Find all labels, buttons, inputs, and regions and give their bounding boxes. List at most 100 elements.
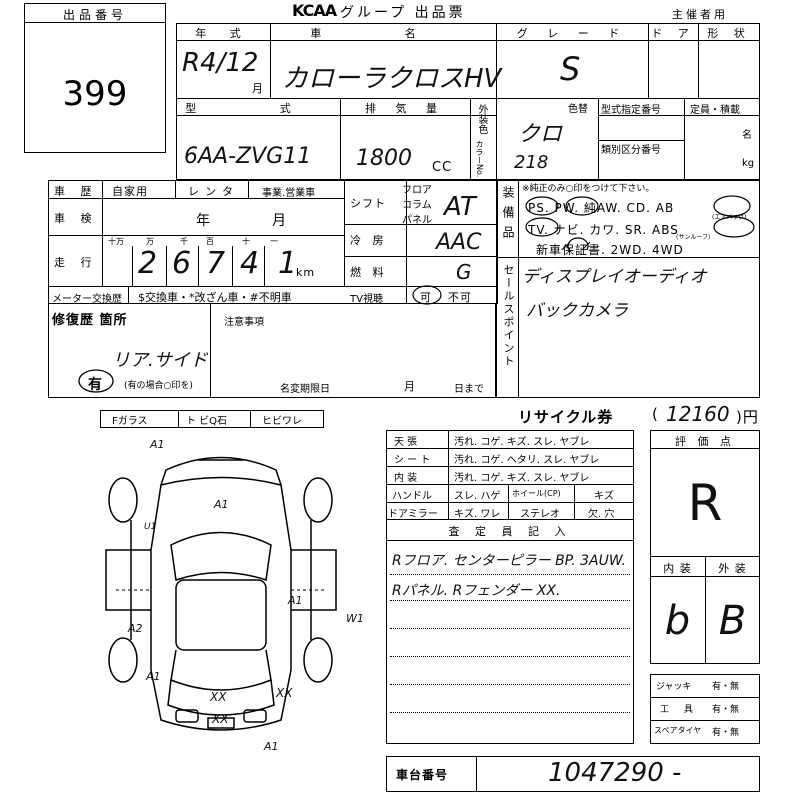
inspector-line1: Rフロア. センターピラー BP. 3AUW. <box>392 553 626 569</box>
color-change-label: 色替 <box>568 104 588 115</box>
digit-unit: 万 <box>146 237 154 246</box>
damage-mark: A1 <box>214 498 229 511</box>
glass-f: Fガラス <box>112 416 148 427</box>
interior-label: 内 装 <box>663 562 692 575</box>
year-value: R4/12 <box>182 48 259 78</box>
inspector-line2: Rパネル. Rフェンダー XX. <box>392 583 561 599</box>
digit-unit: 十 <box>242 237 250 246</box>
shape-header: 形 状 <box>707 27 751 40</box>
wheel-option: キズ <box>594 491 614 502</box>
car-name-value: カローラクロスHV <box>282 64 502 94</box>
inspector-box <box>386 520 634 744</box>
grade-header: グ レ ー ド <box>516 27 628 40</box>
shift-label: シフト <box>350 197 386 210</box>
condition-row: 内 装 <box>394 473 418 484</box>
mileage-digit: 2 <box>138 246 158 281</box>
mileage-digit: 4 <box>240 246 260 281</box>
damage-mark: A1 <box>150 438 165 451</box>
grade-value: R <box>687 474 723 532</box>
condition-row: 天 張 <box>394 437 418 448</box>
equipment-label: 装備品 <box>501 186 515 246</box>
damage-mark: XX <box>212 712 229 726</box>
shift-column: コラム <box>402 200 432 211</box>
ac-value: AAC <box>436 230 482 255</box>
year-header: 年 式 <box>195 27 251 40</box>
inspection-month: 月 <box>272 213 287 229</box>
deadline-label: 名変期限日 <box>280 384 330 395</box>
color-no-label: カラーNo. <box>475 140 484 178</box>
displacement-header: 排 気 量 <box>365 102 445 115</box>
ac-label: 冷 房 <box>350 234 388 247</box>
tv-yes: 可 <box>420 291 432 304</box>
tool-opts: 有・無 <box>712 682 740 692</box>
inspection-year: 年 <box>196 213 211 229</box>
condition-table <box>386 430 634 520</box>
sales-point-box <box>496 258 760 398</box>
equipment-row1: PS. PW. 純AW. CD. AB <box>528 201 675 215</box>
history-rental: レンタ <box>188 185 239 198</box>
repair-label: 修復歴 箇所 <box>52 313 128 328</box>
condition-opts: 汚れ. コゲ. ヘタリ. スレ. ヤブレ <box>454 455 600 466</box>
sales-point-label: セールスポイント <box>502 264 515 368</box>
equipment-row3: 新車保証書. 2WD. 4WD <box>536 243 684 257</box>
grade-value: S <box>560 50 581 88</box>
damage-mark: W1 <box>346 612 364 625</box>
tool-opts: 有・無 <box>712 705 740 715</box>
stereo-option: 欠. 穴 <box>588 509 615 520</box>
door-header: ド ア <box>651 27 695 40</box>
damage-mark: A1 <box>264 740 279 753</box>
condition-row: シ ー ト <box>394 455 431 466</box>
equipment-circles <box>525 195 755 250</box>
type-designation-label: 型式指定番号 <box>601 105 661 116</box>
recycle-open: ( <box>652 405 659 423</box>
capacity-label: 定員・積載 <box>690 105 740 116</box>
tv-no: 不可 <box>448 291 472 304</box>
wheel-label: ホイール(CP) <box>512 489 561 498</box>
tools-box <box>650 674 760 744</box>
lot-number: 399 <box>62 74 128 114</box>
tv-circle <box>412 285 442 305</box>
mileage-label: 走 行 <box>54 256 98 269</box>
fuel-value: G <box>456 260 472 284</box>
meter-change-options: $交換車・*改ざん車・#不明車 <box>138 291 292 304</box>
glass-box <box>100 410 324 428</box>
month-unit: 月 <box>252 82 264 95</box>
condition-row: ハンドル <box>392 491 432 502</box>
chassis-label: 車台番号 <box>396 768 449 782</box>
category-label: 類別区分番号 <box>601 145 661 156</box>
mileage-digit: 7 <box>206 246 226 281</box>
damage-mark: A2 <box>128 622 143 635</box>
repair-has-circle <box>78 369 114 393</box>
lot-number-box <box>24 3 166 153</box>
condition-opts: 汚れ. コゲ. キズ. スレ. ヤブレ <box>454 473 590 484</box>
chassis-value: 1047290 - <box>548 758 682 788</box>
tool-name: ジャッキ <box>656 682 692 692</box>
logo: KCAA <box>292 1 337 20</box>
equipment-row2: TV. ナビ. カワ. SR. ABS <box>528 223 679 237</box>
chassis-box <box>386 756 760 792</box>
repair-has: 有 <box>88 377 103 393</box>
car-name-header: 車 名 <box>310 27 456 40</box>
condition-opts: スレ. ハゲ <box>454 491 501 502</box>
tool-opts: 有・無 <box>712 728 740 738</box>
shift-value: AT <box>444 192 476 222</box>
color-no-value: 218 <box>514 152 549 173</box>
mileage-digit: 6 <box>172 246 192 281</box>
stereo-label: ステレオ <box>520 509 560 520</box>
mileage-digit: 1 <box>278 246 298 281</box>
displacement-value: 1800 <box>356 146 412 171</box>
equipment-box <box>496 180 760 258</box>
equipment-note: ※純正のみ○印をつけて下さい。 <box>522 184 655 194</box>
grade-label: 評 価 点 <box>675 435 735 448</box>
repair-note: (有の場合○印を) <box>124 381 193 391</box>
damage-mark: U1 <box>144 522 157 532</box>
meter-change-label: メーター交換歴 <box>52 294 122 305</box>
sales-point-line2: バックカメラ <box>526 301 628 321</box>
fuel-label: 燃 料 <box>350 266 388 279</box>
digit-unit: 一 <box>270 237 278 246</box>
model-header: 型 式 <box>185 102 331 115</box>
exterior-grade: B <box>718 598 747 644</box>
recycle-label: リサイクル券 <box>518 408 614 426</box>
deadline-day: 日まで <box>454 384 484 395</box>
digit-unit: 千 <box>180 237 188 246</box>
